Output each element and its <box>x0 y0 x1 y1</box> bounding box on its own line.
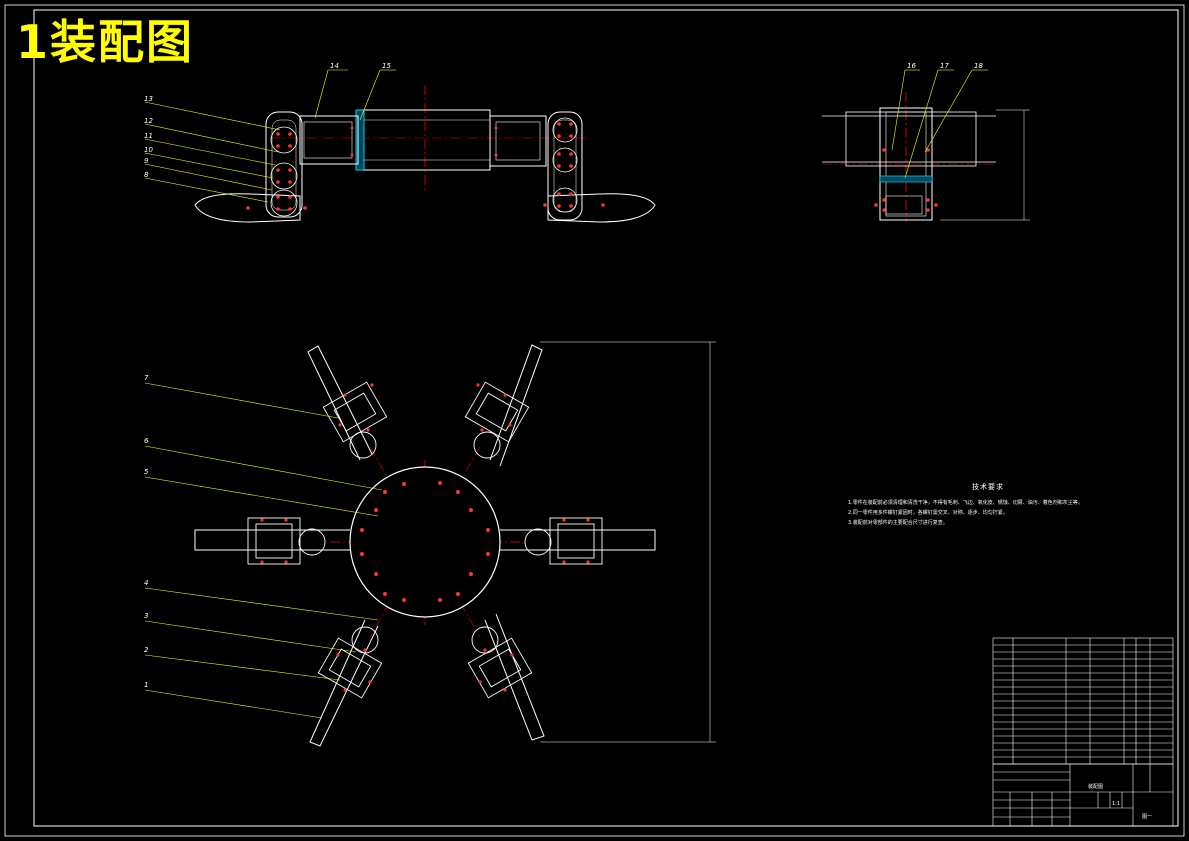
callout-14: 14 <box>330 62 339 70</box>
title-block: 装配图 1:1 图一 <box>992 763 1174 827</box>
callout-leaders <box>144 69 988 719</box>
drawing-scale: 1:1 <box>1112 801 1120 807</box>
callout-16: 16 <box>907 62 916 70</box>
callout-1: 1 <box>144 681 148 689</box>
callout-13: 13 <box>144 95 153 103</box>
callout-7: 7 <box>144 374 149 382</box>
callout-18: 18 <box>974 62 983 70</box>
callout-5: 5 <box>144 468 149 476</box>
callout-17: 17 <box>940 62 949 70</box>
inner-frame <box>33 9 1179 827</box>
callout-4: 4 <box>144 579 148 587</box>
technical-note-1: 1.零件在装配前必须清理和清洗干净，不得有毛刺、飞边、氧化皮、锈蚀、切屑、油污、… <box>848 500 1083 506</box>
callout-6: 6 <box>144 437 149 445</box>
technical-notes: 技术要求 1.零件在装配前必须清理和清洗干净，不得有毛刺、飞边、氧化皮、锈蚀、切… <box>848 482 1128 528</box>
outer-border <box>4 4 1185 837</box>
sheet-note: 图一 <box>1142 814 1152 820</box>
callout-11: 11 <box>144 132 153 140</box>
technical-notes-title: 技术要求 <box>972 483 1004 491</box>
callout-10: 10 <box>144 146 153 154</box>
sheet-title: 1装配图 <box>16 15 195 69</box>
callout-numbers: 13 12 11 10 9 8 14 15 16 17 18 7 6 5 4 3… <box>144 62 983 689</box>
plan-view <box>194 341 716 747</box>
callout-12: 12 <box>144 117 153 125</box>
callout-15: 15 <box>382 62 391 70</box>
technical-note-3: 3.装配前对零部件的主要配合尺寸进行复查。 <box>848 520 948 526</box>
side-view <box>822 92 1030 222</box>
front-view <box>194 85 656 223</box>
callout-3: 3 <box>144 612 148 620</box>
callout-2: 2 <box>144 646 149 654</box>
callout-9: 9 <box>144 157 149 165</box>
technical-note-2: 2.同一零件用多件螺钉紧固时，各螺钉需交叉、对称、逐步、均匀拧紧。 <box>848 510 1008 516</box>
drawing-name: 装配图 <box>1088 783 1103 790</box>
callout-8: 8 <box>144 171 149 179</box>
